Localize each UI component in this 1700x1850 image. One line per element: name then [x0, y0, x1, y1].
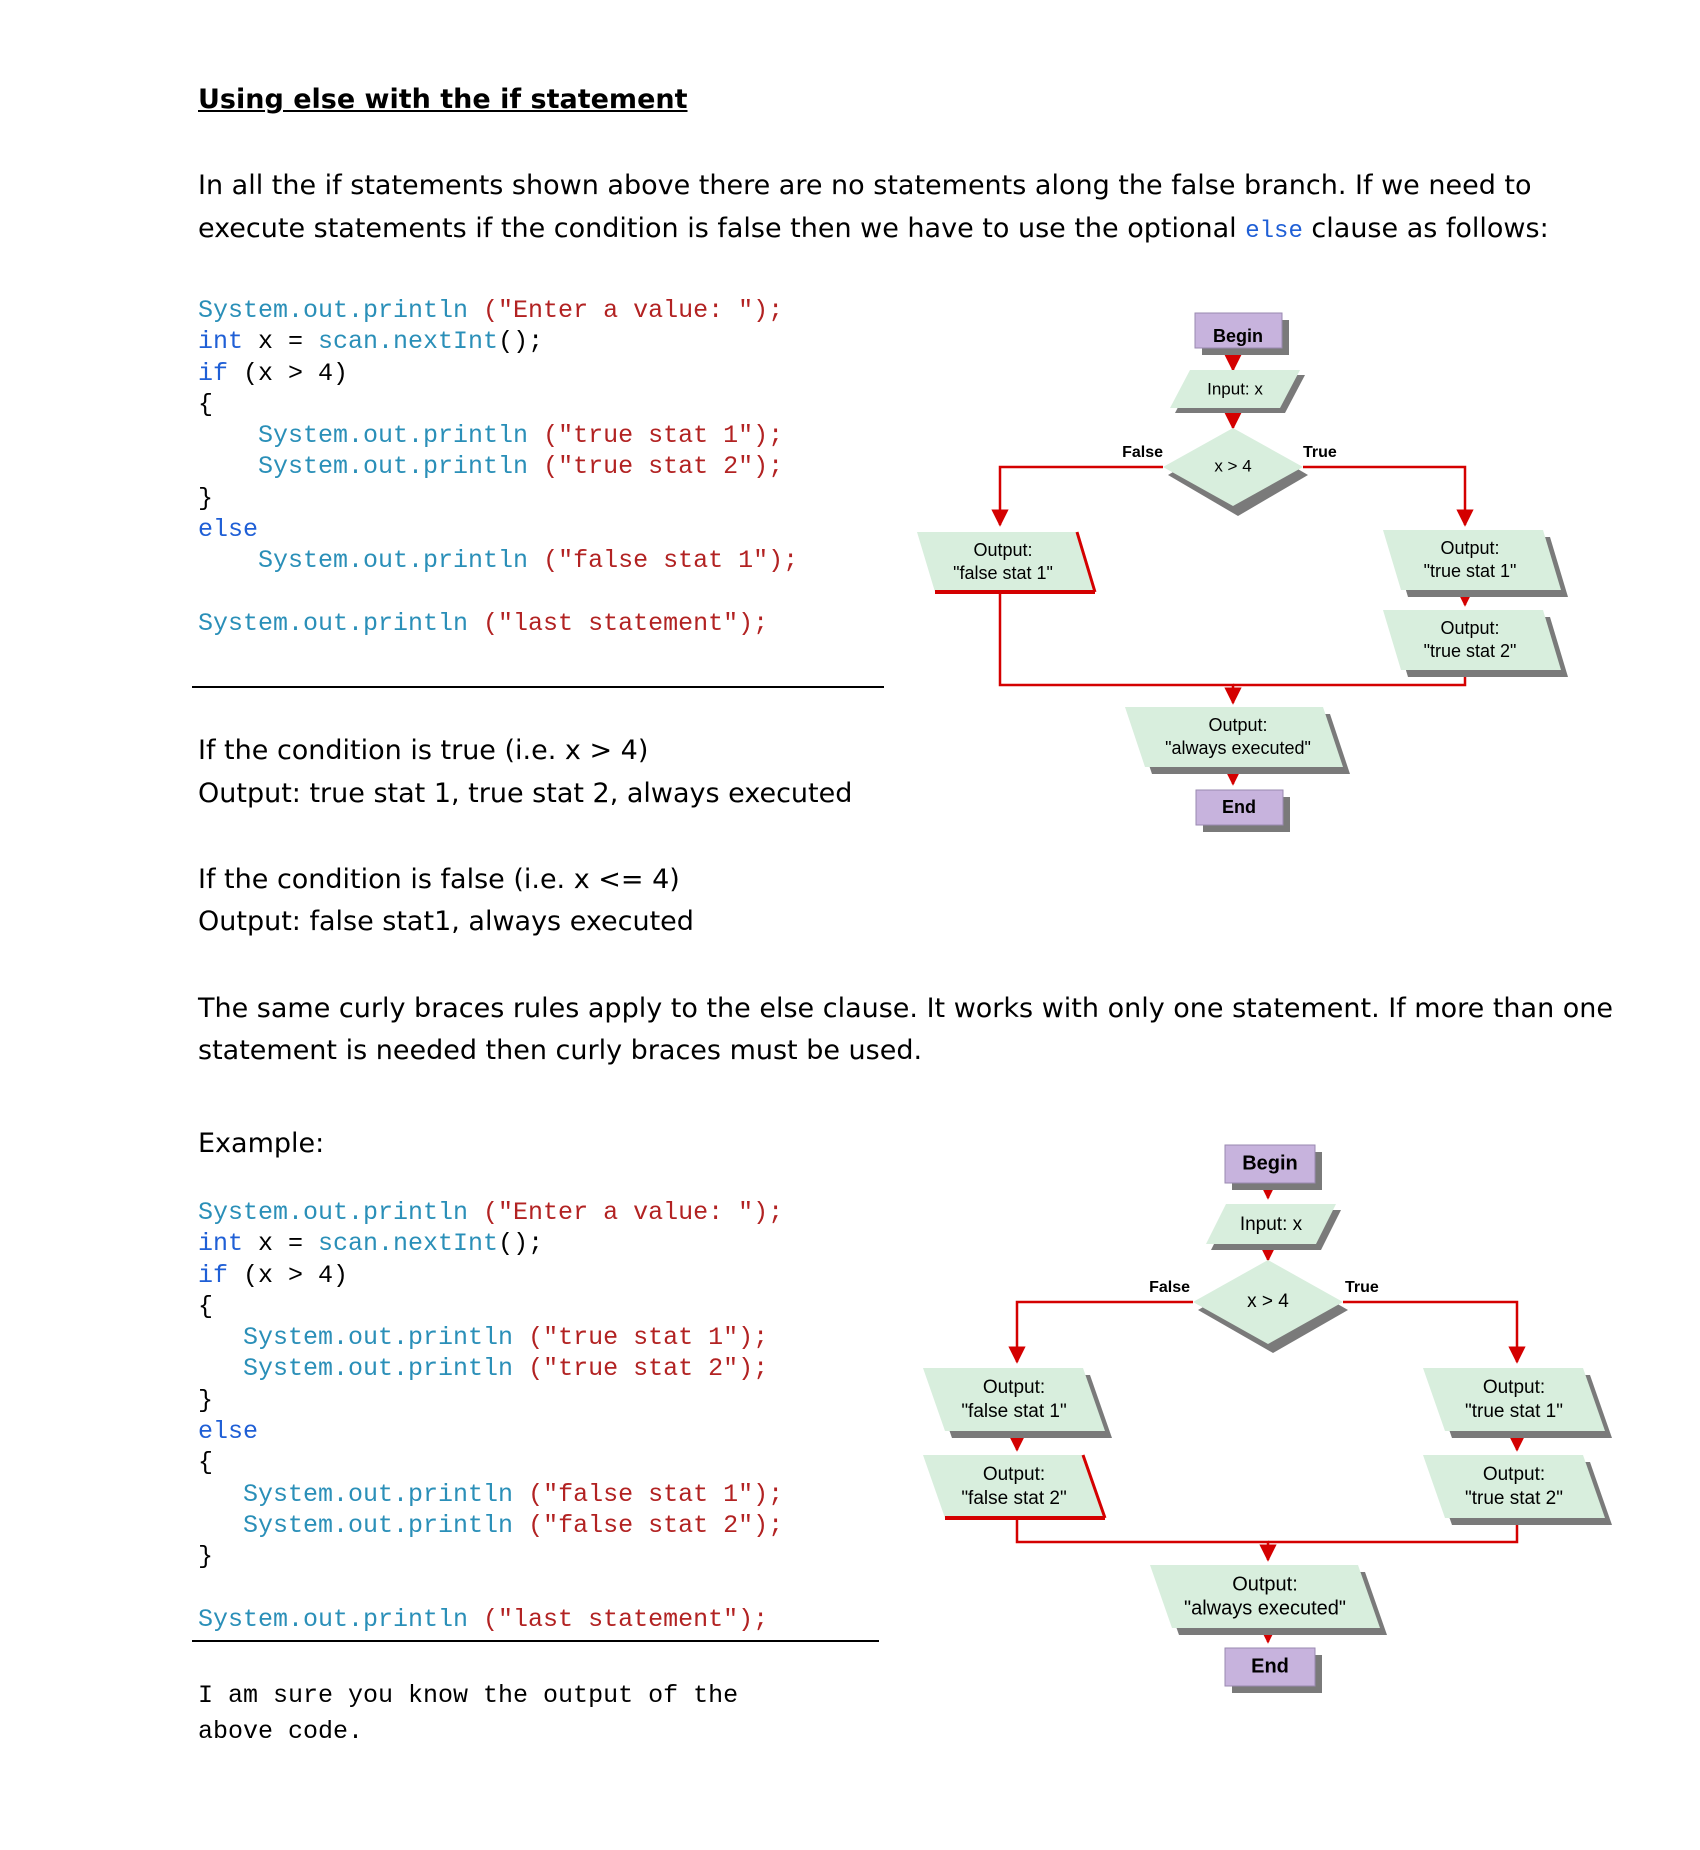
divider-2 — [192, 1640, 879, 1642]
code-line: System.out.println ("Enter a value: "); — [198, 1198, 784, 1227]
code-line: System.out.println ("last statement"); — [198, 1604, 769, 1634]
flowchart-2-false-output-1-line-2: "false stat 1" — [961, 1401, 1066, 1422]
flowchart-2-input-label: Input: x — [1240, 1214, 1303, 1235]
flowchart-1-true-output-1 — [1383, 530, 1561, 590]
flowchart-1-begin-label: Begin — [1213, 326, 1263, 346]
flowchart-2-always-line-1: Output: — [1232, 1573, 1298, 1595]
flowchart-2-false-output-1-line-1: Output: — [983, 1377, 1045, 1398]
result-true-output: Output: true stat 1, true stat 2, always… — [198, 778, 853, 809]
code-line: int x = scan.nextInt(); — [198, 1229, 544, 1259]
result-false-output: Output: false stat1, always executed — [198, 906, 694, 937]
example-label: Example: — [198, 1128, 325, 1159]
flowchart-1: Begin Input: x x > 4 False True Output: … — [917, 312, 1568, 832]
flowchart-1-true-output-1-line-1: Output: — [1440, 538, 1499, 558]
code-line: else — [198, 515, 259, 545]
code-line: } — [198, 1385, 214, 1415]
code-line: System.out.println ("Enter a value: "); — [198, 296, 784, 325]
flowchart-2-always-line-2: "always executed" — [1184, 1597, 1346, 1619]
flowchart-1-always-line-2: "always executed" — [1165, 738, 1311, 758]
code-line: System.out.println ("false stat 2"); — [243, 1510, 784, 1540]
flowchart-2-true-output-1-line-1: Output: — [1483, 1377, 1545, 1398]
flowchart-2-end-box — [1224, 1647, 1316, 1687]
flowchart-2-connectors — [1008, 1180, 1526, 1644]
result-false-condition: If the condition is false (i.e. x <= 4) — [198, 864, 680, 895]
flowchart-1-begin-box — [1194, 312, 1283, 349]
flowchart-2-begin-box — [1224, 1144, 1316, 1184]
section-heading: Using else with the if statement — [198, 84, 688, 115]
flowchart-2-true-output-2-line-2: "true stat 2" — [1465, 1488, 1563, 1509]
flowchart-2-decision — [1193, 1260, 1343, 1344]
flowchart-2-true-label: True — [1345, 1279, 1379, 1296]
code-line: if (x > 4) — [198, 358, 349, 388]
intro-line-1: In all the if statements shown above the… — [198, 170, 1532, 201]
flowchart-1-true-output-2-line-1: Output: — [1440, 618, 1499, 638]
flowchart-1-end-label: End — [1222, 797, 1256, 817]
flowchart-2-false-output-2-line-2: "false stat 2" — [961, 1488, 1066, 1509]
flowchart-1-always-output — [1125, 707, 1343, 767]
code-line: { — [198, 389, 214, 419]
flowchart-1-true-output-2-line-2: "true stat 2" — [1424, 641, 1517, 661]
code-line: } — [198, 1542, 214, 1572]
flowchart-1-false-output — [917, 532, 1095, 592]
code-line: int x = scan.nextInt(); — [198, 327, 544, 357]
flowchart-1-decision — [1163, 428, 1303, 506]
intro-text-after: clause as follows: — [1302, 213, 1549, 244]
flowchart-1-false-output-line-2: "false stat 1" — [953, 563, 1053, 583]
flowchart-2-begin-label: Begin — [1242, 1152, 1298, 1174]
flowchart-1-input-label: Input: x — [1207, 379, 1263, 398]
flowchart-1-false-output-line-1: Output: — [973, 540, 1032, 560]
code-line: System.out.println ("true stat 1"); — [258, 421, 784, 451]
flowchart-2-false-label: False — [1149, 1279, 1190, 1296]
flowchart-2-true-output-1-line-2: "true stat 1" — [1465, 1401, 1563, 1422]
flowchart-2-input-box — [1206, 1204, 1336, 1244]
code-line: System.out.println ("true stat 2"); — [243, 1354, 769, 1384]
flowchart-2-true-output-2 — [1423, 1455, 1605, 1518]
code-line: { — [198, 1291, 214, 1321]
divider-1 — [192, 686, 884, 688]
code-line: System.out.println ("false stat 1"); — [243, 1479, 784, 1509]
flowchart-2-true-output-1 — [1423, 1368, 1605, 1431]
flowchart-2-false-output-2-line-1: Output: — [983, 1464, 1045, 1485]
flowchart-2-false-output-1 — [923, 1368, 1105, 1431]
flowchart-2-true-output-2-line-1: Output: — [1483, 1464, 1545, 1485]
intro-text-before: execute statements if the condition is f… — [198, 213, 1246, 244]
flowchart-2-condition: x > 4 — [1247, 1291, 1289, 1312]
flowchart-2: Begin Input: x x > 4 False True Output: … — [923, 1144, 1612, 1693]
flowchart-1-false-label: False — [1122, 444, 1163, 461]
flowchart-1-true-output-2 — [1383, 610, 1561, 670]
closing-line-2: above code. — [198, 1717, 364, 1746]
flowchart-1-end-box — [1195, 789, 1284, 826]
flowchart-1-true-label: True — [1303, 444, 1337, 461]
flowchart-1-always-line-1: Output: — [1208, 715, 1267, 735]
code-line: else — [198, 1417, 259, 1447]
closing-line-1: I am sure you know the output of the — [198, 1681, 739, 1710]
code-line: } — [198, 483, 214, 513]
code-line: { — [198, 1448, 214, 1478]
code-line: System.out.println ("false stat 1"); — [258, 546, 799, 576]
code-line: if (x > 4) — [198, 1260, 349, 1290]
closing-text: I am sure you know the output of the abo… — [198, 1678, 738, 1750]
flowchart-2-always-output — [1150, 1565, 1380, 1628]
intro-line-2: execute statements if the condition is f… — [198, 213, 1549, 245]
intro-else-keyword: else — [1245, 218, 1303, 245]
code-block-2: System.out.println ("Enter a value: "); … — [198, 1197, 783, 1635]
code-line: System.out.println ("true stat 1"); — [243, 1323, 769, 1353]
flowchart-2-false-output-2 — [923, 1455, 1105, 1518]
code-line: System.out.println ("last statement"); — [198, 608, 769, 638]
code-line: System.out.println ("true stat 2"); — [258, 452, 784, 482]
flowchart-2-end-label: End — [1251, 1655, 1289, 1677]
flowchart-1-true-output-1-line-2: "true stat 1" — [1424, 561, 1517, 581]
flowchart-1-input-box — [1170, 370, 1300, 408]
braces-note-line-2: statement is needed then curly braces mu… — [198, 1035, 923, 1066]
flowchart-1-condition: x > 4 — [1214, 456, 1251, 475]
code-block-1: System.out.println ("Enter a value: "); … — [198, 295, 798, 639]
result-true-condition: If the condition is true (i.e. x > 4) — [198, 735, 649, 766]
braces-note-line-1: The same curly braces rules apply to the… — [198, 993, 1614, 1024]
